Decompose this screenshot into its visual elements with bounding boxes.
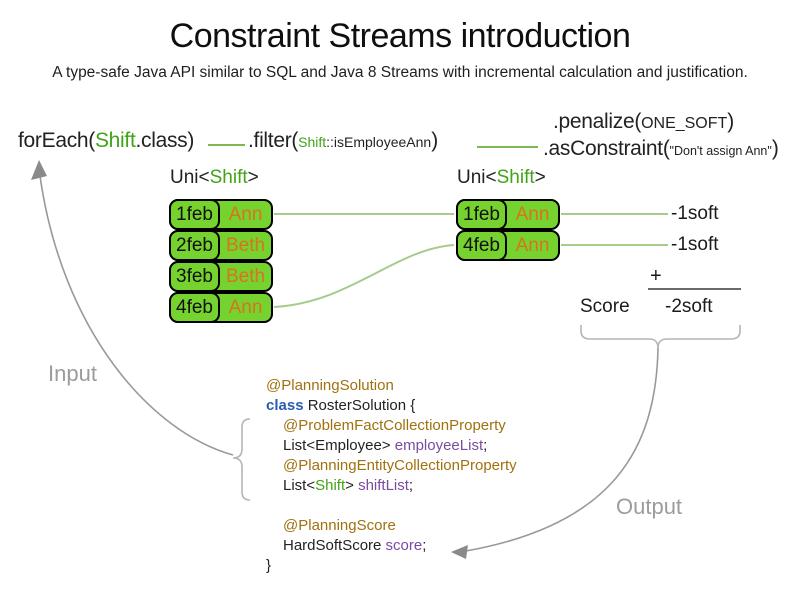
text-segment: Shift	[209, 167, 248, 188]
text-segment: @ProblemFactCollectionProperty	[283, 417, 506, 434]
page-title: Constraint Streams introduction	[169, 17, 631, 55]
shift-date-cell: 1feb	[456, 199, 507, 230]
text-segment: Uni<	[170, 167, 210, 188]
text-segment: ONE_SOFT	[641, 115, 728, 132]
penalty-1: -1soft	[671, 203, 719, 224]
text-segment: Shift	[496, 167, 535, 188]
score-label: Score	[580, 296, 630, 317]
input-label: Input	[48, 361, 97, 386]
text-segment: shiftList	[358, 477, 409, 494]
page-subtitle: A type-safe Java API similar to SQL and …	[52, 64, 748, 81]
text-segment: score	[385, 537, 423, 554]
code-brace	[232, 418, 251, 501]
text-segment: Uni<	[457, 167, 497, 188]
shift-date-cell: 1feb	[169, 199, 220, 230]
shift-employee-cell: Beth	[225, 265, 266, 287]
text-segment: List<Employee>	[283, 437, 395, 454]
shift-row: 4feb Ann	[169, 292, 273, 323]
text-segment: "Don't assign Ann"	[669, 144, 772, 158]
text-segment: forEach(	[18, 129, 95, 152]
left-stream-type-label: Uni<Shift>	[170, 167, 259, 189]
text-segment: .asConstraint(	[543, 137, 670, 160]
text-segment: .class)	[135, 129, 195, 152]
text-segment: Shift	[94, 129, 136, 152]
input-arrowhead-icon	[31, 160, 47, 180]
shift-employee-cell: Beth	[225, 234, 266, 256]
text-segment: >	[534, 167, 546, 188]
text-segment: )	[727, 110, 734, 133]
text-segment: >	[247, 167, 259, 188]
code-line: }	[266, 556, 517, 576]
code-line: List<Shift> shiftList;	[266, 476, 517, 496]
text-segment: }	[266, 557, 272, 574]
text-segment: ;	[408, 477, 414, 494]
shift-employee-cell: Ann	[515, 203, 550, 225]
penalize-expression: .penalize(ONE_SOFT)	[553, 110, 734, 134]
shift-employee-cell: Ann	[515, 234, 550, 256]
code-line: @PlanningSolution	[266, 376, 517, 396]
score-underbrace-right	[657, 325, 741, 349]
shift-row: 4feb Ann	[456, 230, 560, 261]
code-line: @PlanningEntityCollectionProperty	[266, 456, 517, 476]
text-segment: @PlanningSolution	[266, 377, 394, 394]
sum-plus-sign: +	[650, 265, 662, 287]
score-underbrace-left	[580, 325, 659, 349]
text-segment: class	[266, 397, 304, 414]
penalty-2: -1soft	[671, 234, 719, 255]
code-line: @ProblemFactCollectionProperty	[266, 416, 517, 436]
text-segment: List<	[283, 477, 316, 494]
code-line	[266, 496, 517, 516]
shift-employee-cell: Ann	[228, 296, 263, 318]
shift-date-cell: 4feb	[169, 292, 220, 323]
text-segment: Shift	[315, 477, 346, 494]
shift-date-cell: 3feb	[169, 261, 220, 292]
shift-row: 1feb Ann	[456, 199, 560, 230]
text-segment: @PlanningScore	[283, 517, 396, 534]
asconstraint-expression: .asConstraint("Don't assign Ann")	[543, 137, 779, 161]
code-line: class RosterSolution {	[266, 396, 517, 416]
text-segment: >	[345, 477, 359, 494]
text-segment: RosterSolution {	[303, 397, 416, 414]
text-segment: @PlanningEntityCollectionProperty	[283, 457, 517, 474]
text-segment: ;	[483, 437, 488, 454]
text-segment: .filter(	[248, 129, 299, 152]
text-segment: .penalize(	[553, 110, 642, 133]
mapping-curve-4feb	[273, 244, 455, 308]
text-segment: employeeList	[394, 437, 484, 454]
shift-employee-cell: Ann	[228, 203, 263, 225]
text-segment: ;	[422, 537, 427, 554]
shift-row: 1feb Ann	[169, 199, 273, 230]
code-line: HardSoftScore score;	[266, 536, 517, 556]
right-stream-type-label: Uni<Shift>	[457, 167, 546, 189]
code-line: @PlanningScore	[266, 516, 517, 536]
text-segment: )	[431, 129, 438, 152]
code-line: List<Employee> employeeList;	[266, 436, 517, 456]
text-segment: ::isEmployeeAnn	[326, 134, 432, 150]
output-label: Output	[616, 494, 683, 519]
shift-date-cell: 4feb	[456, 230, 507, 261]
filter-expression: .filter(Shift::isEmployeeAnn)	[248, 129, 438, 153]
text-segment: )	[771, 137, 779, 160]
score-total: -2soft	[665, 296, 713, 317]
text-segment: HardSoftScore	[283, 537, 386, 554]
text-segment: Shift	[298, 134, 327, 150]
shift-date-cell: 2feb	[169, 230, 220, 261]
foreach-expression: forEach(Shift.class)	[18, 129, 194, 153]
